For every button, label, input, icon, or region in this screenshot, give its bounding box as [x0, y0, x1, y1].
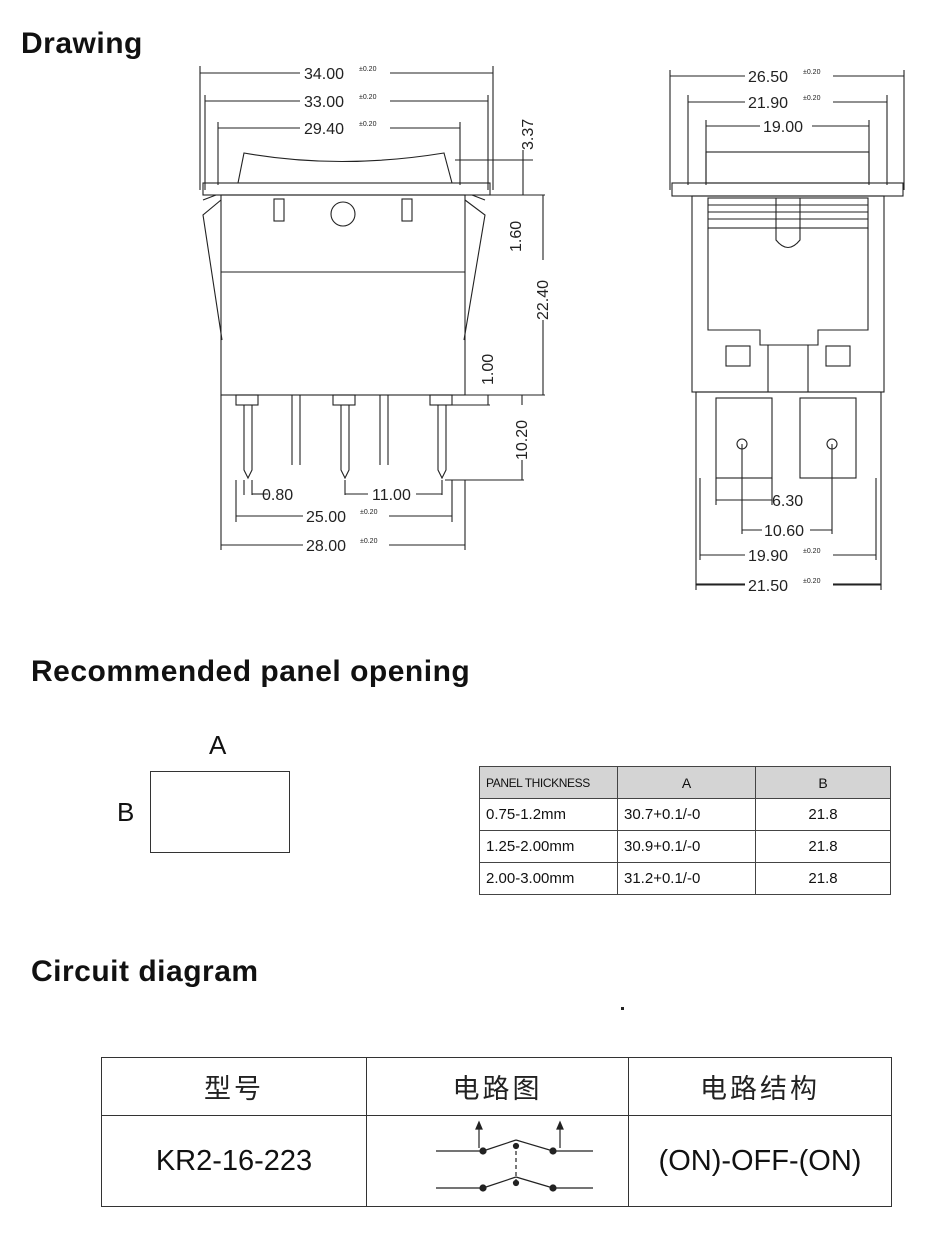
table-cell: 1.25-2.00mm: [479, 830, 618, 863]
circuit-table: 型号 电路图 电路结构 KR2-16-223: [101, 1057, 892, 1207]
dim-10-60: 10.60: [764, 523, 804, 540]
tol-21-90: ±0.20: [803, 95, 821, 102]
dim-10-20: 10.20: [514, 420, 531, 460]
table-header: B: [755, 766, 891, 799]
opening-label-b: B: [117, 797, 135, 827]
dim-6-30: 6.30: [772, 493, 803, 510]
dim-21-90: 21.90: [748, 95, 788, 112]
table-cell: 21.8: [755, 830, 891, 863]
switch-schematic-icon: [435, 1120, 593, 1192]
table-cell: 2.00-3.00mm: [479, 862, 618, 895]
table-cell: 31.2+0.1/-0: [617, 862, 756, 895]
tol-28-00: ±0.20: [360, 538, 378, 545]
table-header: A: [617, 766, 756, 799]
dim-21-50: 21.50: [748, 578, 788, 595]
stray-dot: [621, 1007, 624, 1010]
table-cell: 21.8: [755, 862, 891, 895]
circuit-schematic: [366, 1115, 629, 1207]
table-header-row: PANEL THICKNESS A B: [479, 766, 891, 799]
table-row: 1.25-2.00mm 30.9+0.1/-0 21.8: [479, 830, 891, 863]
table-row: 0.75-1.2mm 30.7+0.1/-0 21.8: [479, 798, 891, 831]
dim-3-37: 3.37: [520, 119, 537, 150]
panel-opening-heading: Recommended panel opening: [31, 655, 471, 688]
dim-1-60: 1.60: [508, 221, 525, 252]
dim-0-80: 0.80: [262, 487, 293, 504]
drawing-heading: Drawing: [21, 27, 143, 60]
tol-21-50: ±0.20: [803, 578, 821, 585]
dim-29-4: 29.40: [304, 121, 344, 138]
circuit-header-structure: 电路结构: [628, 1057, 892, 1116]
dim-26-50: 26.50: [748, 69, 788, 86]
technical-drawing: 34.00 ±0.20 33.00 ±0.20 29.40 ±0.20 3.37…: [199, 63, 905, 595]
dim-1-00: 1.00: [480, 354, 497, 385]
tol-25-00: ±0.20: [360, 509, 378, 516]
panel-opening-rect: [150, 771, 290, 853]
tol-19-90: ±0.20: [803, 548, 821, 555]
dim-19-00: 19.00: [763, 119, 803, 136]
circuit-model: KR2-16-223: [101, 1115, 367, 1207]
circuit-header-row: 型号 电路图 电路结构: [101, 1057, 892, 1116]
circuit-heading: Circuit diagram: [31, 955, 259, 988]
dim-19-90: 19.90: [748, 548, 788, 565]
table-cell: 30.9+0.1/-0: [617, 830, 756, 863]
opening-label-a: A: [209, 730, 227, 760]
tol-33: ±0.20: [359, 94, 377, 101]
table-cell: 30.7+0.1/-0: [617, 798, 756, 831]
tol-34: ±0.20: [359, 66, 377, 73]
table-row: 2.00-3.00mm 31.2+0.1/-0 21.8: [479, 862, 891, 895]
dim-28-00: 28.00: [306, 538, 346, 555]
table-cell: 0.75-1.2mm: [479, 798, 618, 831]
dim-22-40: 22.40: [535, 280, 552, 320]
dim-11-00: 11.00: [372, 487, 411, 504]
dim-34: 34.00: [304, 66, 344, 83]
tol-29-4: ±0.20: [359, 121, 377, 128]
circuit-header-model: 型号: [101, 1057, 367, 1116]
dim-33: 33.00: [304, 94, 344, 111]
circuit-structure: (ON)-OFF-(ON): [628, 1115, 892, 1207]
table-header: PANEL THICKNESS: [479, 766, 618, 799]
circuit-header-diagram: 电路图: [366, 1057, 629, 1116]
table-cell: 21.8: [755, 798, 891, 831]
circuit-row: KR2-16-223: [101, 1115, 892, 1207]
tol-26-50: ±0.20: [803, 69, 821, 76]
panel-thickness-table: PANEL THICKNESS A B 0.75-1.2mm 30.7+0.1/…: [479, 766, 891, 895]
dim-25-00: 25.00: [306, 509, 346, 526]
